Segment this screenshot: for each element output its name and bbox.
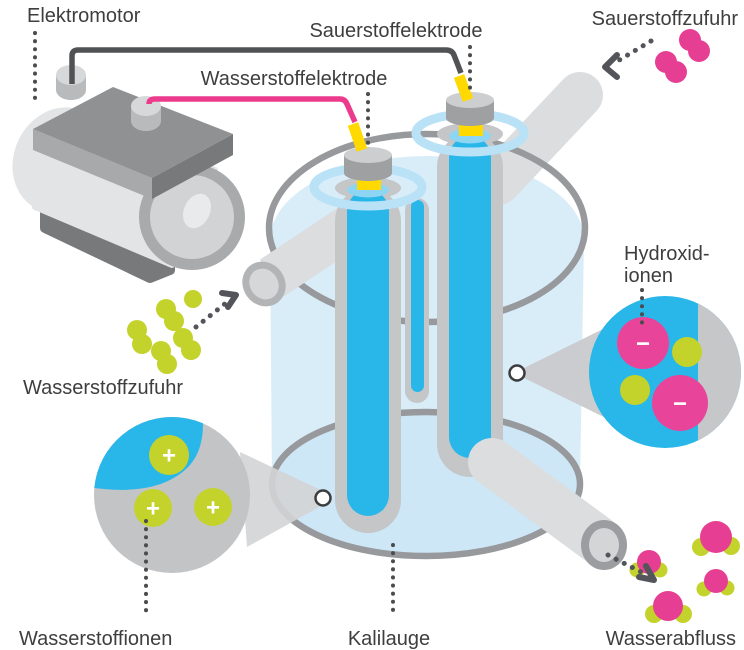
hydrogen-pipe-bore [249, 268, 279, 300]
oxygen-electrode-cap [446, 92, 494, 126]
label-sauerstoffzufuhr: Sauerstoffzufuhr [592, 8, 739, 30]
hydrogen-molecule [156, 299, 184, 331]
wire-to-hydrogen-electrode [146, 96, 358, 124]
hydroxide-ion-minus: − [636, 331, 650, 358]
motor-box-front-face [33, 129, 152, 199]
middle-tube [405, 198, 429, 403]
hydroxide-ion-minus: − [673, 391, 687, 418]
motor-hub [182, 193, 212, 229]
oxygen-electrode-tip [453, 74, 474, 102]
hydrogen-ion-plus: + [146, 496, 160, 523]
label-kalilauge: Kalilauge [348, 628, 430, 650]
zoom-cone-hydrogen-ions [240, 452, 323, 547]
zoom-cone-hydroxide-ions [524, 329, 612, 421]
label-hydroxidionen-line2: ionen [624, 265, 673, 287]
label-wasserabfluss: Wasserabfluss [606, 628, 736, 650]
zoom-marker-hydrogen [314, 489, 332, 507]
oxygen-inlet-pipe [475, 72, 603, 205]
hydrogen-molecule [127, 320, 152, 354]
zoom-marker-hydroxide [508, 364, 526, 382]
oxygen-electrode-tube [437, 123, 503, 477]
hydrogen-molecule [173, 328, 201, 360]
label-wasserstoffzufuhr: Wasserstoffzufuhr [23, 377, 183, 399]
hydrogen-molecule [151, 341, 177, 374]
hydrogen-molecules [127, 290, 202, 374]
hydrogen-ion-plus: + [206, 495, 220, 522]
oxygen-inflow-arrow [602, 38, 654, 80]
water-molecule [696, 569, 735, 597]
label-hydroxidionen-line1: Hydroxid- [624, 243, 710, 265]
wire-to-oxygen-electrode [69, 47, 464, 84]
motor-box-top [33, 87, 233, 178]
hydrogen-inflow-arrow [193, 290, 239, 330]
oxygen-molecule [655, 51, 687, 83]
label-elektromotor: Elektromotor [27, 5, 141, 27]
water-molecule [692, 521, 740, 556]
hydrogen-ion-plus: + [162, 443, 176, 470]
water-molecule [645, 591, 692, 623]
hydrogen-electrode-tip [347, 122, 368, 152]
label-wasserstoffelektrode: Wasserstoffelektrode [201, 68, 388, 90]
label-sauerstoffelektrode: Sauerstoffelektrode [309, 20, 482, 42]
magnifier-hydrogen-ions: + + + [94, 417, 250, 573]
hydrogen-molecule [184, 290, 202, 308]
oxygen-molecule [679, 29, 710, 62]
water-molecules [629, 521, 740, 623]
outlet-pipe-bore [589, 528, 619, 562]
arrowhead-icon [219, 290, 239, 310]
hydrogen-electrode-cap [344, 147, 392, 181]
motor-box-end-face [152, 134, 233, 199]
water-outflow-arrow [605, 552, 657, 583]
magnifier-hydroxide-ions: − − [589, 296, 741, 448]
arrowhead-icon [636, 563, 657, 583]
hydrogen-electrode-tube [335, 177, 401, 533]
arrowhead-icon [602, 52, 620, 80]
label-wasserstoffionen: Wasserstoffionen [19, 628, 172, 650]
oxygen-molecules [655, 29, 710, 83]
